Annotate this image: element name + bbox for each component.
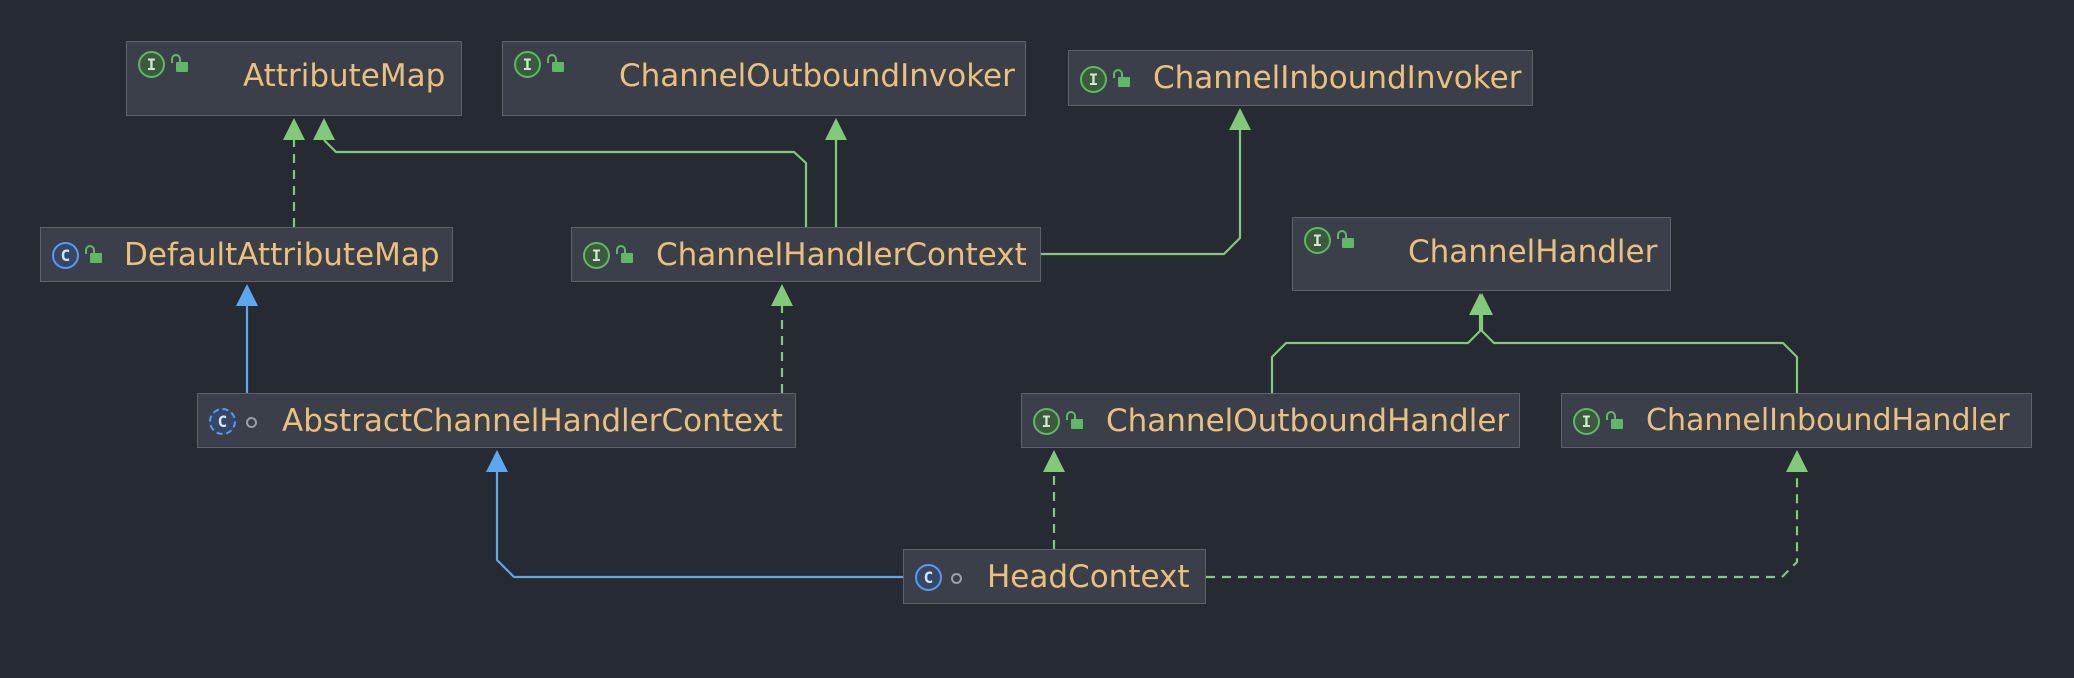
package-private-icon: [246, 417, 257, 428]
node-label: ChannelOutboundHandler: [1106, 403, 1510, 439]
interface-icon: I: [1304, 227, 1331, 254]
package-private-icon: [951, 573, 962, 584]
node-label: DefaultAttributeMap: [124, 237, 440, 273]
edge-head-context-to-channel-outbound-handler: [1043, 450, 1065, 549]
abstract-class-icon: C: [209, 408, 236, 435]
public-lock-icon: [547, 54, 564, 72]
arrow-head-icon: [1229, 108, 1251, 130]
arrow-head-icon: [1043, 450, 1065, 472]
edge-line: [1041, 130, 1242, 256]
public-lock-icon: [85, 245, 102, 263]
node-label: ChannelHandler: [1408, 234, 1658, 270]
interface-icon: I: [583, 242, 610, 269]
edge-channel-outbound-handler-to-channel-handler: [1270, 293, 1491, 393]
edge-line: [1270, 315, 1482, 393]
arrow-head-icon: [771, 284, 793, 306]
node-channel-handler[interactable]: I ChannelHandler: [1292, 217, 1671, 291]
node-label: ChannelInboundInvoker: [1153, 60, 1522, 96]
interface-icon: I: [1080, 66, 1107, 93]
node-channel-handler-context[interactable]: I ChannelHandlerContext: [571, 227, 1041, 282]
node-channel-outbound-invoker[interactable]: I ChannelOutboundInvoker: [502, 41, 1026, 116]
public-lock-icon: [616, 245, 633, 263]
node-head-context[interactable]: C HeadContext: [903, 549, 1206, 604]
edge-head-context-to-channel-inbound-handler: [1206, 450, 1808, 579]
edge-channel-handler-context-to-channel-inbound-invoker: [1041, 108, 1251, 256]
edge-abstract-channel-handler-context-to-default-attribute-map: [236, 284, 258, 393]
node-label: ChannelHandlerContext: [656, 237, 1027, 273]
interface-icon: I: [514, 51, 541, 78]
interface-icon: I: [1033, 408, 1060, 435]
arrow-head-icon: [825, 118, 847, 140]
interface-icon: I: [1573, 408, 1600, 435]
edge-channel-handler-context-to-attribute-map: [313, 118, 808, 227]
arrow-head-icon: [1471, 293, 1493, 315]
node-default-attribute-map[interactable]: C DefaultAttributeMap: [40, 227, 453, 282]
interface-icon: I: [138, 51, 165, 78]
public-lock-icon: [171, 54, 188, 72]
edge-abstract-channel-handler-context-to-channel-handler-context: [771, 284, 793, 393]
node-attribute-map[interactable]: I AttributeMap: [126, 41, 462, 116]
class-icon: C: [52, 242, 79, 269]
arrow-head-icon: [283, 118, 305, 140]
node-channel-inbound-invoker[interactable]: I ChannelInboundInvoker: [1068, 50, 1533, 106]
node-abstract-channel-handler-context[interactable]: C AbstractChannelHandlerContext: [197, 393, 796, 448]
node-label: HeadContext: [987, 559, 1190, 595]
edge-line: [1206, 472, 1799, 579]
node-channel-inbound-handler[interactable]: I ChannelInboundHandler: [1561, 393, 2032, 448]
arrow-head-icon: [486, 450, 508, 472]
arrow-head-icon: [236, 284, 258, 306]
edge-line: [323, 139, 808, 227]
node-label: ChannelInboundHandler: [1646, 403, 2010, 438]
edge-line: [1480, 315, 1799, 393]
node-label: AbstractChannelHandlerContext: [282, 403, 783, 439]
node-label: AttributeMap: [243, 58, 446, 94]
class-icon: C: [915, 564, 942, 591]
edge-channel-handler-context-to-channel-outbound-invoker: [825, 118, 847, 227]
edge-default-attribute-map-to-attribute-map: [283, 118, 305, 227]
public-lock-icon: [1066, 411, 1083, 429]
arrow-head-icon: [313, 118, 335, 140]
node-label: ChannelOutboundInvoker: [619, 58, 1015, 94]
public-lock-icon: [1606, 411, 1623, 429]
edge-head-context-to-abstract-channel-handler-context: [486, 450, 903, 579]
public-lock-icon: [1113, 69, 1130, 87]
public-lock-icon: [1337, 230, 1354, 248]
node-channel-outbound-handler[interactable]: I ChannelOutboundHandler: [1021, 393, 1520, 448]
arrow-head-icon: [1786, 450, 1808, 472]
edge-line: [495, 472, 903, 579]
edge-channel-inbound-handler-to-channel-handler: [1471, 293, 1799, 393]
